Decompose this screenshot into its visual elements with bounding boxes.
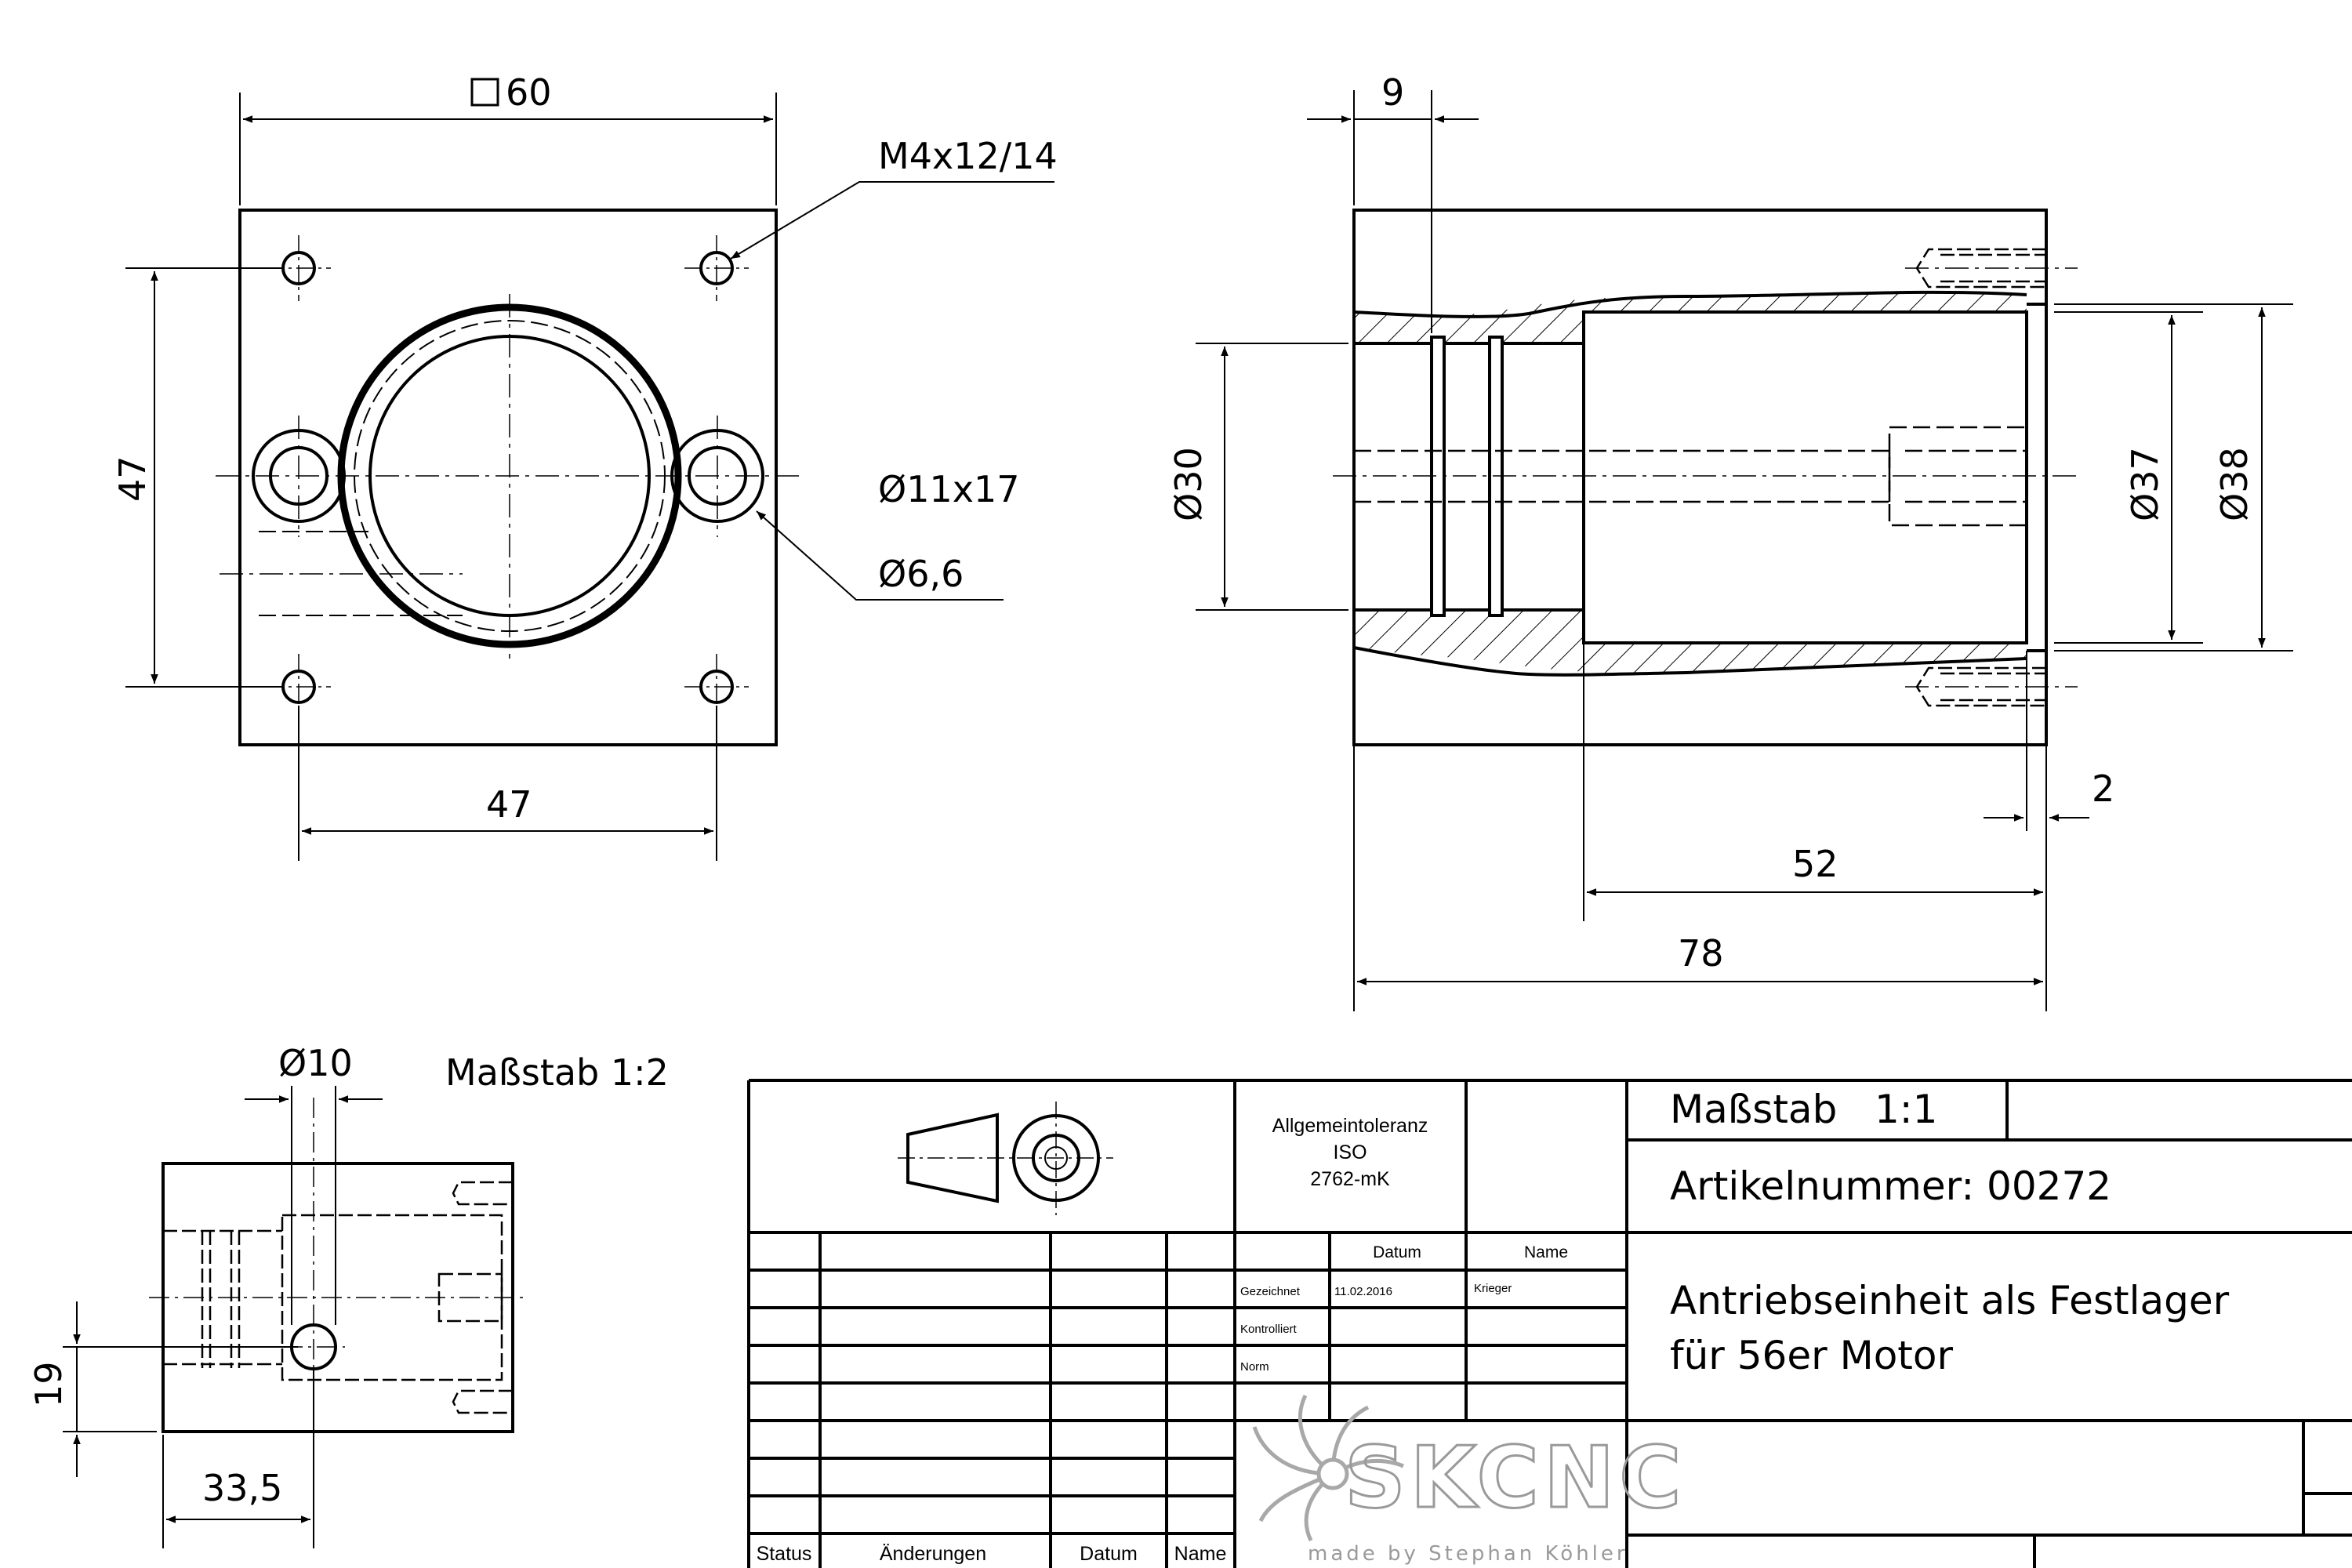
row-kontrolliert: Kontrolliert (1240, 1323, 1298, 1336)
dim-bore-inner: Ø37 (2124, 447, 2166, 521)
dim-step: 2 (2092, 768, 2114, 810)
footer-date: Datum (1080, 1543, 1138, 1565)
side-view-outline (1352, 209, 2048, 746)
front-view (125, 78, 1054, 861)
dim-bore-left: Ø30 (1167, 447, 1210, 521)
section-hatch-top (1354, 292, 2027, 343)
row-gezeichnet: Gezeichnet (1240, 1285, 1301, 1298)
tolerance-line2: ISO (1333, 1142, 1367, 1163)
dim-hole-spacing-vertical: 47 (111, 456, 154, 502)
detail-view (63, 1086, 525, 1548)
row-norm: Norm (1240, 1360, 1269, 1374)
dim-offset: 33,5 (202, 1467, 282, 1509)
title-line2: für 56er Motor (1670, 1333, 1954, 1378)
scale: Maßstab 1:1 (1670, 1087, 1937, 1132)
callout-counterbore: Ø11x17 (878, 468, 1020, 510)
section-hatch-bottom (1354, 610, 2027, 673)
dim-width: 60 (506, 71, 552, 114)
tolerance-line3: 2762-mK (1310, 1168, 1390, 1190)
footer-changes: Änderungen (880, 1543, 986, 1565)
dim-length: 78 (1678, 932, 1724, 975)
skcnc-logo: SKCNC made by Stephan Köhler (1252, 1394, 1686, 1566)
title-line1: Antriebseinheit als Festlager (1670, 1278, 2230, 1323)
dim-hole-spacing-horizontal: 47 (486, 783, 532, 826)
swirl-logo-icon (1252, 1394, 1404, 1542)
header-datum: Datum (1373, 1243, 1421, 1261)
callout-thread: M4x12/14 (878, 135, 1058, 177)
gezeichnet-date: 11.02.2016 (1334, 1285, 1392, 1298)
square-symbol-icon (470, 78, 499, 107)
logo-subtitle: made by Stephan Köhler (1308, 1542, 1628, 1566)
dim-bore-outer: Ø38 (2213, 447, 2256, 521)
callout-hole: Ø6,6 (878, 553, 964, 595)
front-view-outline (238, 209, 778, 746)
dim-hole: Ø10 (278, 1042, 353, 1084)
dim-height: 19 (27, 1361, 70, 1407)
logo-text: SKCNC (1345, 1429, 1686, 1527)
dim-top: 9 (1381, 71, 1404, 114)
scale-note: Maßstab 1:2 (445, 1051, 669, 1094)
tolerance-line1: Allgemeintoleranz (1272, 1115, 1428, 1137)
footer-name: Name (1174, 1543, 1227, 1565)
dim-depth: 52 (1792, 843, 1838, 885)
header-name: Name (1524, 1243, 1568, 1261)
side-view (1196, 90, 2293, 1011)
footer-status: Status (757, 1543, 812, 1565)
gezeichnet-name: Krieger (1474, 1282, 1512, 1295)
article-number: Artikelnummer: 00272 (1670, 1163, 2111, 1209)
